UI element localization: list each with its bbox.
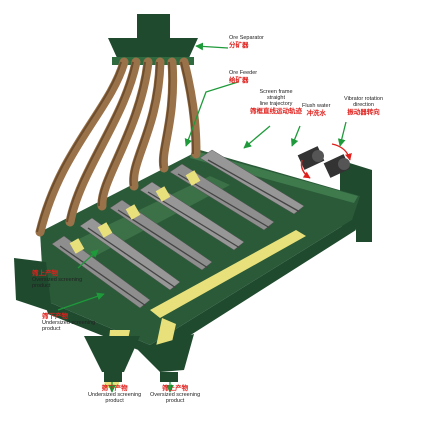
undersized-bottom-label: 筛下产物 Undersized screening product: [88, 384, 141, 404]
ore-separator-label: Ore Separator 分矿器: [229, 35, 264, 49]
undersized-bottom-en-2: product: [105, 398, 124, 404]
vibrator-motor-icon: [297, 146, 351, 178]
undersized-left-en-1: Undersized screening: [42, 320, 96, 326]
oversized-bottom-zh: 筛上产物: [162, 384, 189, 392]
ore-separator-zh: 分矿器: [229, 41, 249, 49]
vibrator-rotation-zh: 振动器转向: [347, 108, 380, 116]
oversized-left-en-1: Oversized screening: [32, 277, 83, 283]
undersized-left-label: 筛下产物 Undersized screening product: [42, 312, 95, 332]
screen-trajectory-en-2: straight: [266, 95, 286, 101]
ore-feeder-pipes: [35, 57, 201, 237]
vibrator-rotation-en-1: Vibrator rotation: [344, 96, 384, 102]
undersized-bottom-zh: 筛下产物: [101, 384, 128, 392]
flush-water-en: Flush water: [302, 103, 331, 109]
screen-trajectory-en-1: Screen frame: [259, 89, 293, 95]
vibrator-rotation-label: Vibrator rotation direction 振动器转向: [344, 96, 383, 116]
oversized-bottom-label: 筛上产物 Oversized screening product: [150, 384, 200, 404]
oversized-left-zh: 筛上产物: [32, 269, 58, 277]
ore-feeder-en: Ore Feeder: [229, 70, 258, 76]
screen-trajectory-label: Screen frame straight line trajectory 筛框…: [250, 89, 302, 115]
ore-separator-en: Ore Separator: [229, 35, 264, 41]
undersized-left-zh: 筛下产物: [42, 312, 68, 320]
ore-feeder-zh: 给矿器: [229, 76, 249, 84]
ore-feeder-label: Ore Feeder 给矿器: [229, 70, 257, 84]
flow-arrow-icon: [57, 42, 347, 393]
vibrator-rotation-en-2: direction: [353, 102, 374, 108]
oversized-bottom-en-1: Oversized screening: [150, 392, 201, 398]
oversized-bottom-en-2: product: [165, 398, 185, 404]
flush-water-zh: 冲洗水: [306, 109, 326, 117]
pipe-shading: [36, 61, 194, 233]
undersized-bottom-en-1: Undersized screening: [88, 392, 142, 398]
discharge-hoppers: [84, 334, 194, 382]
screen-trajectory-zh: 筛框直线运动轨迹: [250, 107, 302, 115]
oversized-left-label: 筛上产物 Oversized screening product: [32, 269, 82, 289]
ore-separator: [108, 14, 198, 65]
flush-water-label: Flush water 冲洗水: [302, 103, 330, 117]
rotation-arrow-icon: [300, 143, 352, 179]
undersized-left-en-2: product: [42, 326, 61, 332]
screen-trajectory-en-3: line trajectory: [259, 101, 293, 107]
oversized-left-en-2: product: [32, 283, 51, 289]
